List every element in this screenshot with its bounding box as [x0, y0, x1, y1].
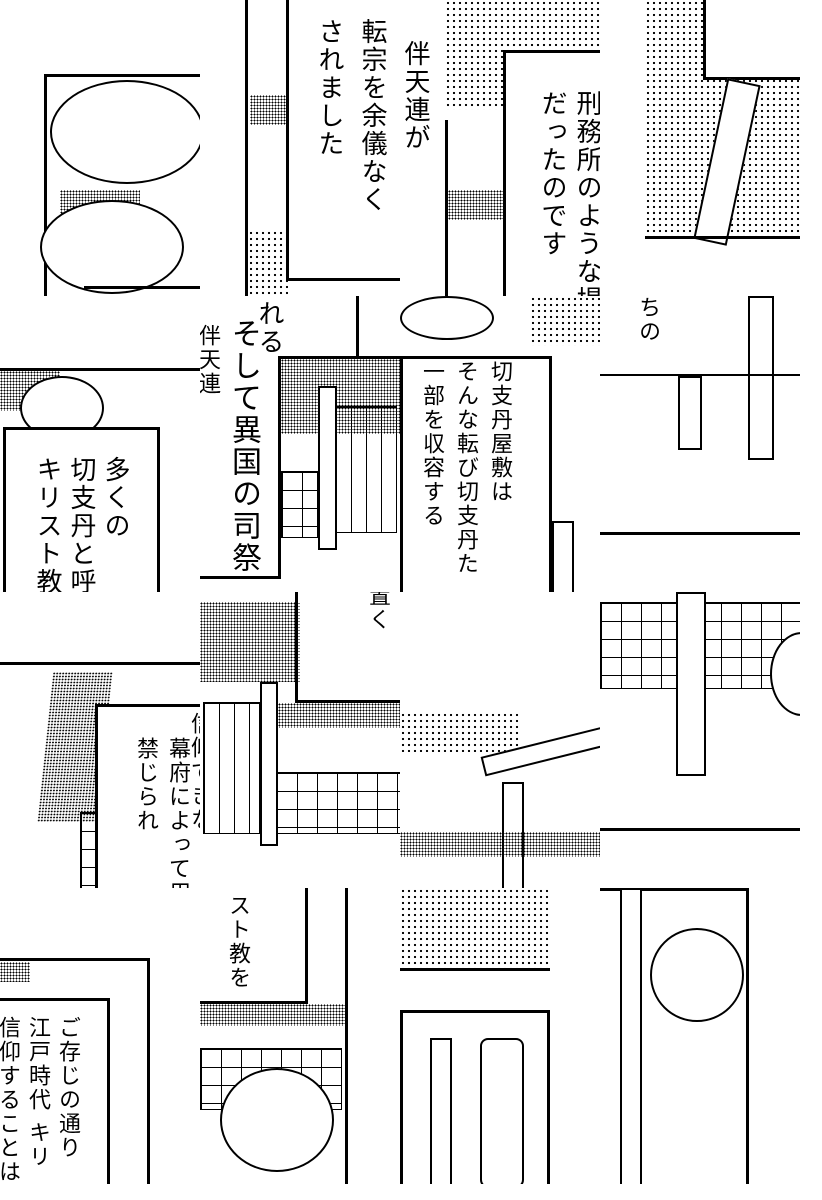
gate-door	[203, 702, 260, 834]
speech-box	[0, 998, 110, 1184]
manga-tile	[0, 0, 200, 296]
screentone	[400, 888, 550, 968]
caption-text: 禁じられ	[133, 737, 158, 833]
caption-text: 多くの	[100, 456, 130, 540]
caption-text: 伴天連	[200, 324, 220, 396]
speech-box	[95, 704, 200, 888]
caption-text: されました	[314, 18, 344, 158]
panel-border	[84, 286, 200, 289]
caption-text: そんな転び切支丹た	[453, 360, 478, 576]
manga-tile: 伴天連が 刑務所のような場所 だったのです	[400, 0, 600, 296]
caption-text: 信仰することは	[0, 1016, 20, 1184]
panel-border	[746, 888, 749, 1184]
screentone	[400, 712, 520, 752]
caption-text: ご存じの通り	[55, 1016, 80, 1160]
manga-tile: れる そして異国の司祭 伴天連	[200, 296, 400, 592]
bush-drawing	[40, 200, 184, 294]
bush-drawing	[650, 928, 744, 1022]
roof-tiles	[250, 95, 290, 125]
speech-box	[703, 0, 800, 80]
caption-text: 一部を収容する	[419, 360, 444, 528]
wooden-post	[430, 1038, 452, 1184]
caption-text: 江戸時代 キリ	[25, 1016, 50, 1169]
panel-border	[600, 828, 800, 831]
roof-tiles	[200, 602, 300, 682]
fence-post	[552, 521, 574, 592]
panel-border	[645, 236, 800, 239]
panel-border	[200, 1001, 308, 1004]
wooden-post	[678, 376, 702, 450]
caption-text: 信仰できな	[187, 712, 200, 832]
manga-tile: ご存じの通り 江戸時代 キリ 信仰することは	[0, 888, 200, 1184]
caption-text: 伴天連が	[400, 40, 430, 152]
wooden-post	[620, 888, 642, 1184]
bush-drawing	[220, 1068, 334, 1172]
manga-tile: ちの	[600, 296, 800, 592]
speech-box	[286, 0, 400, 281]
panel-border	[278, 356, 281, 578]
roof-tiles	[445, 190, 505, 220]
panel-border	[345, 888, 348, 1184]
speech-box	[400, 356, 552, 592]
caption-text: そして異国の司祭	[226, 318, 261, 574]
caption-text: 切支丹と呼ば	[66, 456, 96, 592]
manga-tile	[600, 0, 800, 296]
gate-door	[335, 406, 397, 533]
caption-text: キリスト教徒	[32, 456, 62, 592]
manga-tile	[600, 592, 800, 888]
gate-post	[260, 682, 278, 846]
caption-text: 刑務所のような場所	[572, 90, 600, 296]
roof-tiles	[400, 832, 600, 857]
manga-tile	[400, 888, 600, 1184]
speech-box	[3, 427, 160, 592]
manga-tile: 置く	[200, 592, 400, 888]
screentone	[0, 962, 30, 982]
panel-border	[600, 532, 800, 535]
wall-lattice	[276, 772, 400, 834]
panel-border	[400, 968, 550, 971]
caption-text: ちの	[635, 296, 660, 344]
panel-border	[0, 662, 200, 665]
panel-border	[295, 592, 298, 702]
panel-border	[0, 368, 200, 371]
manga-tile: 切支丹屋敷は そんな転び切支丹た 一部を収容する	[400, 296, 600, 592]
panel-border	[600, 888, 748, 891]
manga-tile: スト教を	[200, 888, 400, 1184]
panel-border	[305, 888, 308, 1003]
tree-drawing	[50, 80, 200, 184]
wall-lattice	[281, 471, 318, 538]
panel	[400, 1010, 550, 1184]
caption-text: スト教を	[225, 894, 250, 990]
caption-text: れる	[254, 300, 284, 356]
bush-drawing	[400, 296, 494, 340]
manga-tile: 転宗を余儀なく されました	[200, 0, 400, 296]
panel-border	[356, 296, 359, 358]
roof-tiles	[278, 703, 400, 728]
caption-text: 切支丹屋敷は	[487, 360, 512, 504]
roof-tiles	[200, 1004, 348, 1026]
wooden-post	[748, 296, 774, 460]
panel-border	[295, 700, 400, 703]
manga-tile	[600, 888, 800, 1184]
panel-border	[445, 120, 448, 296]
screentone	[248, 230, 288, 296]
caption-text: 転宗を余儀なく	[357, 18, 387, 214]
caption-text: 幕府によって用	[165, 737, 190, 888]
caption-text: だったのです	[537, 90, 567, 258]
panel-border	[278, 356, 400, 359]
speech-box	[503, 50, 600, 296]
panel-border	[200, 576, 281, 579]
manga-tile: 多くの 切支丹と呼ば キリスト教徒	[0, 296, 200, 592]
screentone	[530, 296, 600, 346]
manga-tile: 信仰できな 幕府によって用 禁じられ	[0, 592, 200, 888]
manga-tile	[400, 592, 600, 888]
tree-trunk	[480, 1038, 524, 1184]
wooden-post	[676, 592, 706, 776]
fence-line	[600, 374, 800, 376]
caption-text: 置く	[365, 592, 390, 632]
